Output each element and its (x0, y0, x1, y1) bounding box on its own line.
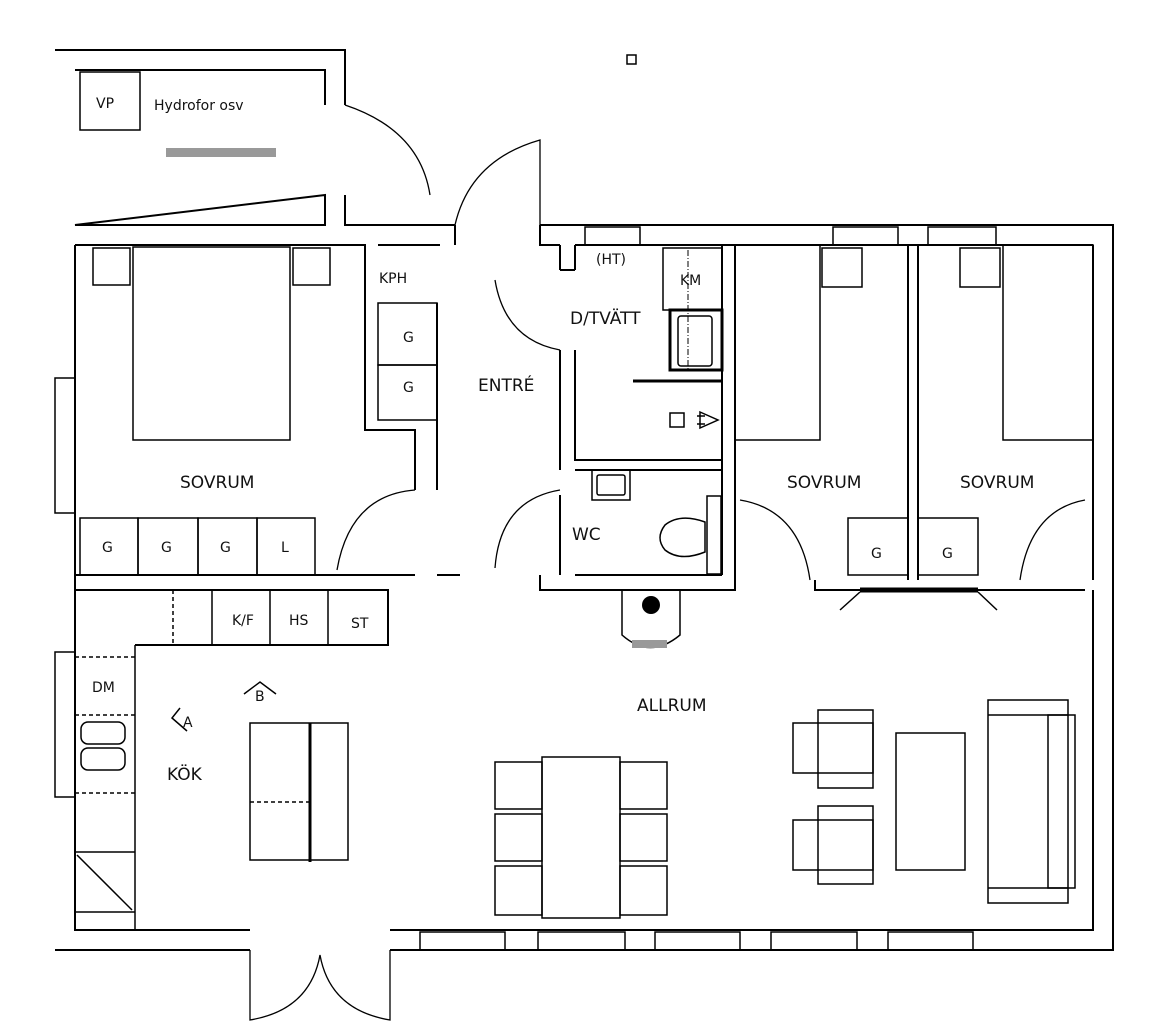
section-label-a: A (183, 715, 193, 731)
marker-icon (626, 54, 637, 65)
closet-label: G (871, 546, 882, 562)
kf-label: K/F (232, 613, 254, 629)
room-label-sovrum-2: SOVRUM (787, 473, 861, 493)
room-label-hydrofor: Hydrofor osv (154, 98, 244, 114)
closet-label: L (281, 540, 289, 556)
doors (249, 104, 1086, 1021)
closet-label: G (942, 546, 953, 562)
exterior-walls (55, 49, 1114, 951)
floor-drain (669, 412, 685, 428)
room-label-tvatt: D/TVÄTT (570, 308, 641, 329)
closet-label: G (403, 380, 414, 396)
bed (1002, 244, 1094, 441)
section-arrow-b (243, 681, 277, 695)
hs-label: HS (289, 613, 309, 629)
coffee-table (895, 732, 966, 871)
bed (734, 244, 821, 441)
vp-label: VP (96, 96, 114, 112)
room-label-kok: KÖK (167, 763, 203, 785)
section-label-b: B (255, 689, 265, 705)
armchairs (792, 709, 874, 885)
section-arrow-a (170, 707, 188, 732)
sofa (987, 699, 1076, 904)
room-label-sovrum: SOVRUM (180, 473, 254, 493)
nightstand (92, 247, 131, 286)
st-label: ST (351, 616, 369, 632)
ht-label: (HT) (596, 252, 626, 268)
closet-label: G (220, 540, 231, 556)
nightstand (292, 247, 331, 286)
room-label-allrum: ALLRUM (637, 696, 707, 716)
heat-pump-box (79, 71, 141, 131)
kitchen-island (249, 722, 349, 861)
closet-label: G (403, 330, 414, 346)
dm-label: DM (92, 680, 115, 696)
closet-label: G (102, 540, 113, 556)
room-label-sovrum-3: SOVRUM (960, 473, 1034, 493)
closet-label: G (161, 540, 172, 556)
dining-set (494, 756, 668, 919)
bed (132, 246, 291, 441)
interior-walls (75, 225, 1093, 646)
pipe-bar (166, 148, 276, 157)
windows (54, 226, 998, 951)
room-label-entre: ENTRÉ (478, 374, 534, 396)
room-label-wc: WC (572, 525, 601, 545)
kph-label: KPH (379, 271, 407, 287)
km-label: KM (680, 273, 701, 289)
